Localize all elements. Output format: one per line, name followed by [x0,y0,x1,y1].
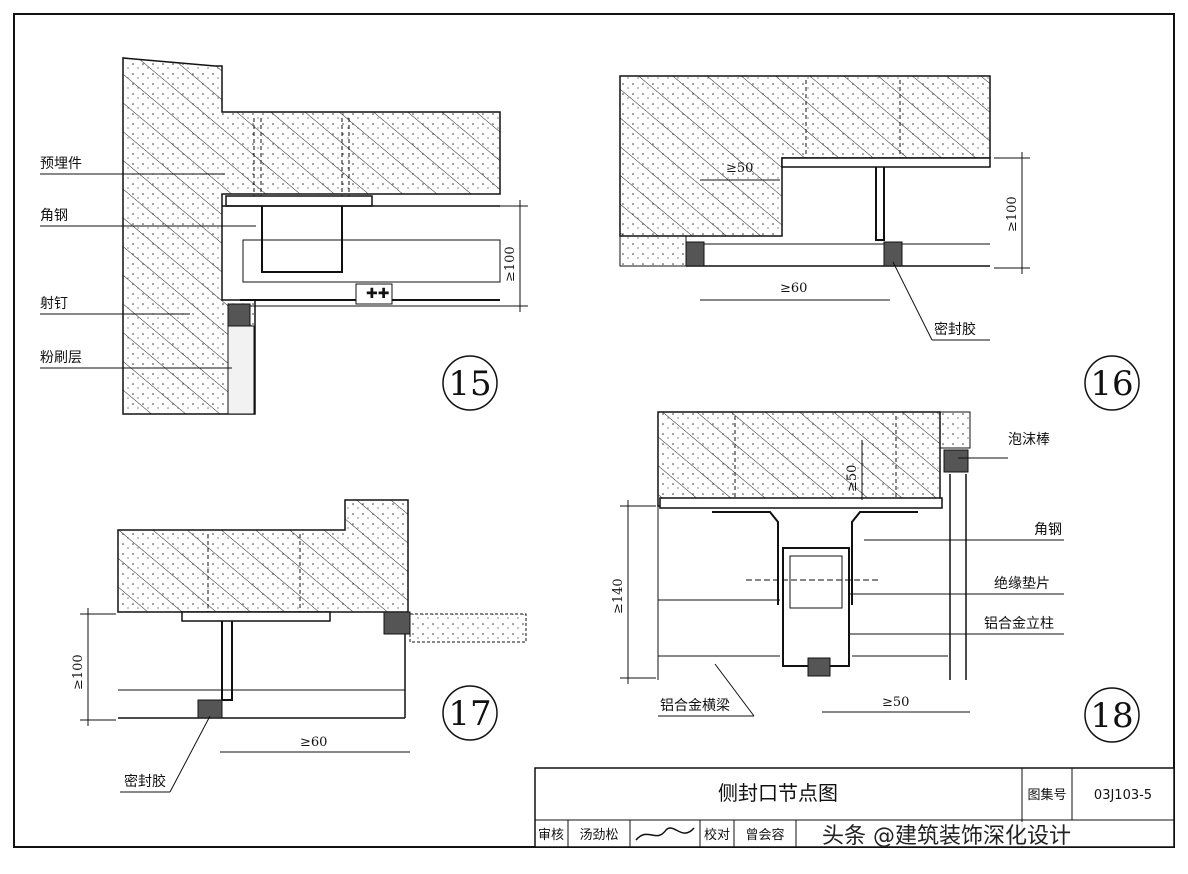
detail-16: ≥50 ≥60 ≥100 密封胶 16 [619,75,1140,411]
dim-top-16: ≥50 [726,161,753,176]
review-label: 审核 [538,828,564,843]
dim-height-15: ≥100 [503,246,518,282]
atlas-number: 03J103-5 [1094,788,1152,803]
atlas-label: 图集号 [1027,787,1066,803]
label-sealant-16: 密封胶 [934,321,976,338]
watermark: 头条 @建筑装饰深化设计 [822,824,1071,849]
dim-top-18: ≥50 [845,465,860,492]
label-embed: 预埋件 [40,156,82,172]
detail-number-17: 17 [448,694,491,734]
dim-width-16: ≥60 [780,281,807,296]
detail-number-18: 18 [1090,696,1133,736]
detail-number-16: 16 [1090,364,1133,404]
embed-plate-15 [225,195,373,207]
label-foam: 泡沫棒 [1008,432,1050,448]
detail-17: ≥100 ≥60 密封胶 17 [71,499,527,793]
label-sealant-17: 密封胶 [124,773,166,790]
title-block: 侧封口节点图 图集号 03J103-5 审核 汤劲松 校对 曾会容 头条 @建筑… [534,767,1175,849]
label-angle-15: 角钢 [40,208,68,224]
label-angle-18: 角钢 [1034,522,1062,538]
label-pad: 绝缘垫片 [994,576,1050,592]
dim-height-18: ≥140 [611,578,626,614]
dim-width-17: ≥60 [300,735,327,750]
check-label: 校对 [704,827,730,843]
detail-number-15: 15 [448,364,491,404]
detail-18: ≥140 ≥50 ≥50 泡沫棒 角钢 绝缘垫片 铝合金立柱 铝合金横梁 18 [611,411,1140,743]
reviewer-name: 汤劲松 [579,828,618,843]
checker-name: 曾会容 [745,827,784,843]
label-column: 铝合金立柱 [984,616,1054,632]
label-plaster: 粉刷层 [40,350,82,366]
detail-15: ✚✚ 预埋件 角钢 射钉 粉刷层 ≥100 15 [40,57,528,415]
label-beam: 铝合金横梁 [660,698,730,714]
svg-text:✚✚: ✚✚ [366,286,389,302]
dim-height-16: ≥100 [1005,196,1020,232]
dim-height-17: ≥100 [71,654,86,690]
reviewer-signature [635,827,695,841]
drawing-title: 侧封口节点图 [718,781,838,805]
dim-width-18: ≥50 [882,695,909,710]
label-nail: 射钉 [40,296,68,312]
